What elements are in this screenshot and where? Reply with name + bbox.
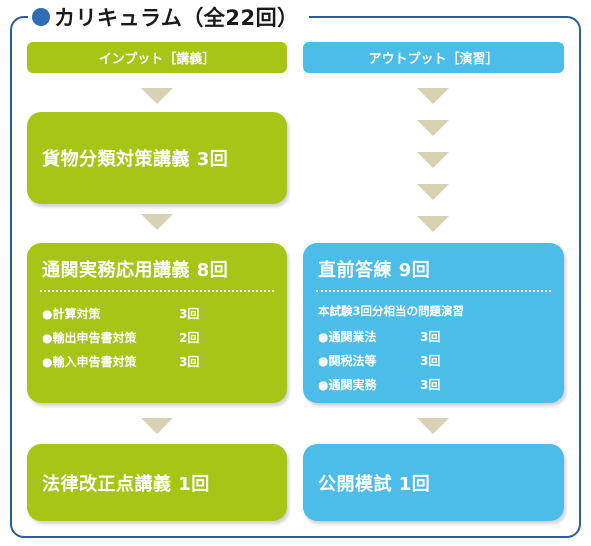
dotted-divider — [316, 290, 551, 292]
box-title: 法律改正点講義 1回 — [42, 473, 210, 495]
item-label: ●通関実務 — [318, 378, 377, 392]
input-box-law-revision: 法律改正点講義 1回 — [27, 444, 287, 521]
box-subtitle: 本試験3回分相当の問題演習 — [318, 304, 465, 318]
box-title: 通関実務応用講義 8回 — [42, 260, 229, 281]
output-box-final-drill: 直前答練 9回 本試験3回分相当の問題演習 ●通関業法 3回 ●関税法等 3回 … — [303, 243, 564, 403]
down-arrow-icon — [417, 120, 449, 136]
down-arrow-icon — [417, 184, 449, 200]
item-label: ●輸入申告書対策 — [42, 355, 137, 369]
item-label: ●関税法等 — [318, 354, 377, 368]
down-arrow-icon — [141, 214, 173, 230]
item-count: 3回 — [420, 378, 441, 392]
box-title: 公開模試 1回 — [318, 473, 431, 495]
item-label: ●輸出申告書対策 — [42, 331, 137, 345]
list-item: ●通関実務 3回 — [318, 376, 538, 393]
item-count: 2回 — [179, 331, 200, 345]
box-title: 直前答練 9回 — [318, 260, 431, 281]
list-item: ●通関業法 3回 — [318, 328, 538, 345]
list-item: ●関税法等 3回 — [318, 352, 538, 369]
curriculum-title: カリキュラム（全22回） — [28, 2, 309, 32]
item-count: 3回 — [420, 330, 441, 344]
dotted-divider — [40, 290, 274, 292]
item-count: 3回 — [179, 307, 200, 321]
down-arrow-icon — [141, 88, 173, 104]
down-arrow-icon — [417, 216, 449, 232]
list-item: ●計算対策 3回 — [42, 305, 262, 322]
title-text: カリキュラム（全22回） — [54, 6, 299, 30]
down-arrow-icon — [141, 418, 173, 434]
item-label: ●通関業法 — [318, 330, 377, 344]
bullet-dot-icon — [32, 8, 50, 26]
list-item: ●輸出申告書対策 2回 — [42, 329, 262, 346]
input-box-customs-practice: 通関実務応用講義 8回 ●計算対策 3回 ●輸出申告書対策 2回 ●輸入申告書対… — [27, 243, 287, 403]
box-title: 貨物分類対策講義 3回 — [42, 149, 229, 170]
item-count: 3回 — [179, 355, 200, 369]
item-count: 3回 — [420, 354, 441, 368]
down-arrow-icon — [417, 418, 449, 434]
output-box-mock-exam: 公開模試 1回 — [303, 444, 564, 521]
output-column-header: アウトプット［演習］ — [303, 42, 564, 73]
down-arrow-icon — [417, 152, 449, 168]
down-arrow-icon — [417, 88, 449, 104]
input-column-header: インプット［講義］ — [27, 42, 287, 73]
input-box-goods-classification: 貨物分類対策講義 3回 — [27, 112, 287, 204]
item-label: ●計算対策 — [42, 307, 101, 321]
list-item: ●輸入申告書対策 3回 — [42, 353, 262, 370]
